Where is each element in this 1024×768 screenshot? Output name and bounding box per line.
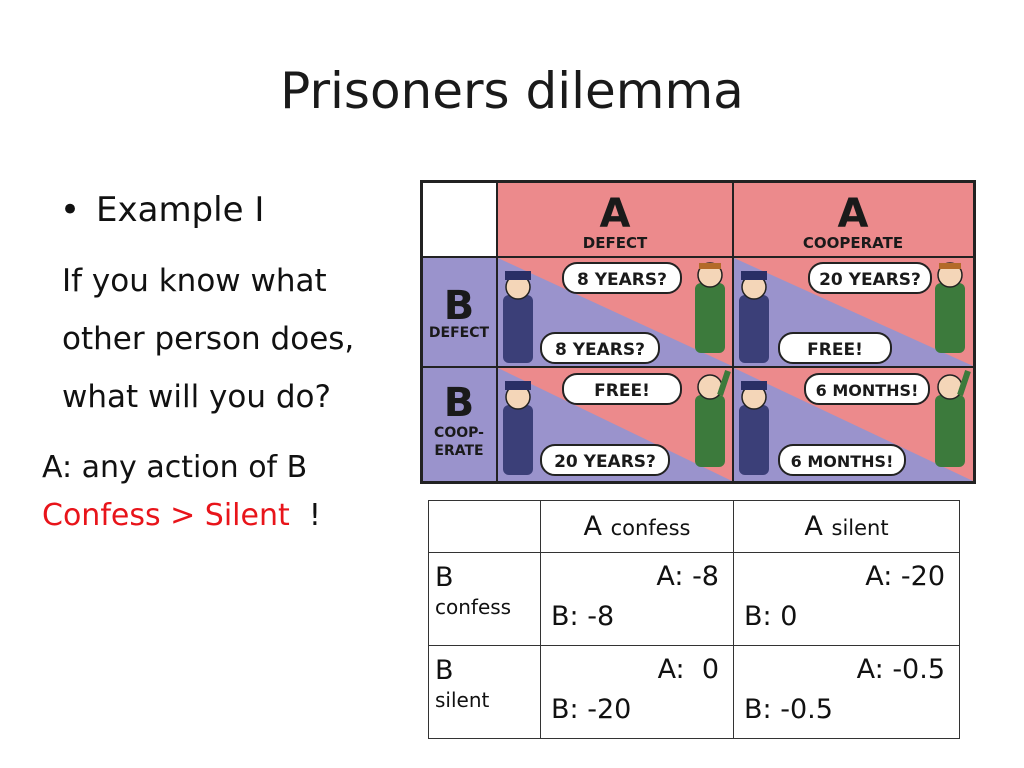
prisoner-a-figure-icon — [935, 370, 971, 467]
slide-title: Prisoners dilemma — [280, 62, 744, 120]
comic-row-cooperate — [423, 368, 496, 481]
svg-text:20 YEARS?: 20 YEARS? — [554, 452, 656, 472]
comic-row-coop-label-1: COOP- — [434, 425, 484, 441]
comic-header-defect — [498, 183, 732, 256]
comic-row-defect — [423, 258, 496, 366]
comic-blank-corner — [423, 183, 496, 256]
comic-row-b-coop-letter: B — [444, 380, 475, 426]
comic-col-a-coop-letter: A — [838, 191, 869, 237]
prisoner-b-figure-icon — [739, 271, 769, 363]
prisoner-b-figure-icon — [739, 381, 769, 475]
speech-bubble-cd-top: FREE! — [562, 373, 682, 405]
prisoner-a-figure-icon — [695, 262, 725, 353]
question-line-2: other person does, — [62, 321, 355, 357]
speech-bubble-dd-bottom: 8 YEARS? — [540, 332, 660, 364]
comic-col-defect-label: DEFECT — [583, 234, 648, 252]
note-line-2: Confess > Silent ! — [42, 492, 321, 540]
comic-row-defect-label: DEFECT — [429, 325, 490, 341]
svg-text:6 MONTHS!: 6 MONTHS! — [791, 452, 894, 471]
comic-col-a-defect-letter: A — [600, 191, 631, 237]
svg-text:20 YEARS?: 20 YEARS? — [819, 270, 921, 290]
answer-note: A: any action of B Confess > Silent ! — [42, 444, 321, 540]
speech-bubble-cd-bottom: 20 YEARS? — [540, 444, 670, 476]
note-red-text: Confess > Silent — [42, 498, 290, 533]
bullet-example: • Example I — [60, 190, 264, 230]
note-line-1: A: any action of B — [42, 450, 308, 485]
speech-bubble-dc-top: 20 YEARS? — [808, 262, 932, 294]
question-line-1: If you know what — [62, 263, 327, 299]
speech-bubble-dd-top: 8 YEARS? — [562, 262, 682, 294]
speech-bubble-cc-top: 6 MONTHS! — [804, 373, 930, 405]
comic-header-cooperate — [734, 183, 973, 256]
comic-svg: A DEFECT A COOPERATE B DEFECT B COOP- ER… — [423, 183, 973, 481]
svg-text:6 MONTHS!: 6 MONTHS! — [816, 381, 919, 400]
comic-row-coop-label-2: ERATE — [434, 443, 483, 459]
note-exclaim: ! — [308, 498, 321, 533]
comic-col-cooperate-label: COOPERATE — [803, 234, 903, 252]
svg-text:FREE!: FREE! — [807, 340, 863, 360]
svg-text:8 YEARS?: 8 YEARS? — [577, 270, 667, 290]
prisoner-b-figure-icon — [503, 381, 533, 475]
bullet-dot-icon: • — [60, 190, 81, 230]
speech-bubble-cc-bottom: 6 MONTHS! — [778, 444, 906, 476]
svg-text:FREE!: FREE! — [594, 381, 650, 401]
prisoner-a-figure-icon — [695, 370, 731, 467]
question-text: If you know what other person does, what… — [62, 252, 354, 426]
payoff-header-row: A confess A silent — [428, 500, 960, 553]
prisoners-dilemma-comic: A DEFECT A COOPERATE B DEFECT B COOP- ER… — [420, 180, 976, 484]
prisoner-a-figure-icon — [935, 262, 965, 353]
question-line-3: what will you do? — [62, 379, 331, 415]
svg-text:8 YEARS?: 8 YEARS? — [555, 340, 645, 360]
payoff-corner-cell — [428, 500, 541, 553]
payoff-col-a-silent: A silent — [733, 500, 960, 553]
bullet-text: Example I — [96, 190, 265, 230]
payoff-col-a-confess: A confess — [540, 500, 734, 553]
comic-row-b-defect-letter: B — [444, 283, 475, 329]
prisoner-b-figure-icon — [503, 271, 533, 363]
speech-bubble-dc-bottom: FREE! — [778, 332, 892, 364]
